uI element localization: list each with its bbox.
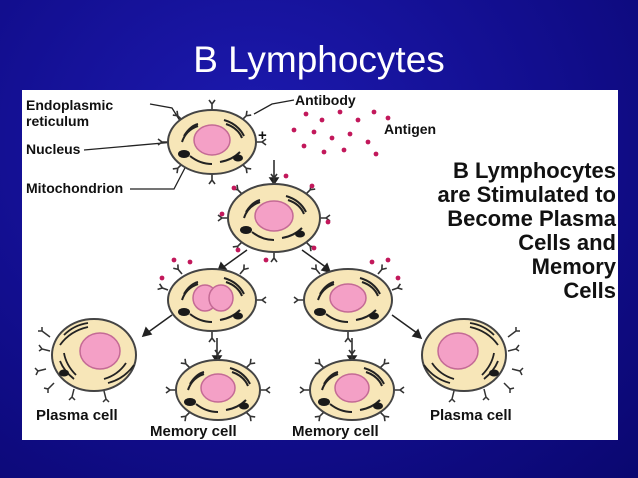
memory-cell-left	[165, 349, 271, 422]
slide-title: B Lymphocytes	[193, 39, 445, 80]
headline-line-1: B Lymphocytes	[453, 158, 616, 183]
headline-line-5: Memory	[532, 254, 617, 279]
plus-sign: +	[258, 127, 267, 144]
plasma-cell-right-label: Plasma cell	[430, 407, 512, 424]
b-cell-dividing-left	[156, 257, 267, 343]
antigen-label: Antigen	[384, 121, 436, 137]
endoplasmic-reticulum-label: Endoplasmic	[26, 97, 113, 113]
plasma-cell-left	[34, 318, 137, 403]
memory-cell-right	[299, 349, 405, 422]
headline-block: B Lymphocytes are Stimulated to Become P…	[438, 158, 617, 303]
memory-cell-right-label: Memory cell	[292, 423, 379, 440]
antigen-particles	[291, 109, 391, 157]
headline-line-4: Cells and	[518, 230, 616, 255]
headline-line-3: Become Plasma	[447, 206, 617, 231]
plasma-cell-left-label: Plasma cell	[36, 407, 118, 424]
headline-line-6: Cells	[563, 278, 616, 303]
mitochondrion-label: Mitochondrion	[26, 180, 123, 196]
headline-line-2: are Stimulated to	[438, 182, 616, 207]
b-lymphocyte-diagram: Endoplasmic reticulum Nucleus Mitochondr…	[26, 92, 617, 440]
endoplasmic-reticulum-label-line2: reticulum	[26, 113, 89, 129]
memory-cell-left-label: Memory cell	[150, 423, 237, 440]
b-cell-resting	[157, 99, 267, 185]
b-cell-dividing-right	[293, 257, 404, 343]
diagram-panel: Endoplasmic reticulum Nucleus Mitochondr…	[22, 90, 618, 440]
nucleus-label: Nucleus	[26, 141, 81, 157]
plasma-cell-right	[421, 318, 524, 403]
b-cell-stimulated	[217, 173, 331, 263]
antibody-label: Antibody	[295, 92, 356, 108]
